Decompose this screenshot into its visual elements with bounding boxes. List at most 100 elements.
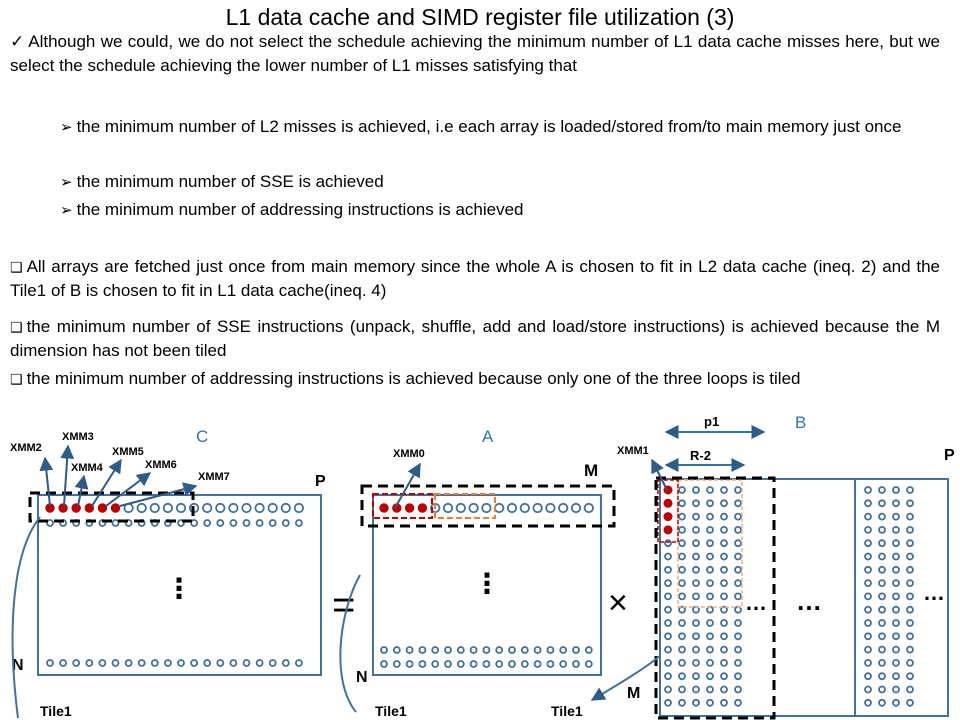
matrix-a-orange-block: [434, 493, 496, 519]
matrix-dot: [892, 605, 900, 614]
matrix-dot: [664, 685, 672, 694]
matrix-dot: [692, 499, 700, 508]
register-dot: [663, 498, 673, 508]
matrix-dot: [678, 552, 686, 561]
matrix-dot: [864, 499, 872, 508]
matrix-b-red-block: [657, 479, 679, 543]
matrix-dot: [508, 646, 516, 654]
matrix-dot: [190, 519, 199, 527]
matrix-dot: [216, 659, 225, 667]
box-bullet-icon: ❑: [10, 371, 23, 387]
xmm2-label: XMM2: [10, 442, 42, 454]
register-dot: [84, 503, 95, 513]
matrix-dot: [281, 659, 290, 667]
matrix-dot: [175, 502, 187, 514]
matrix-dot: [111, 519, 120, 527]
matrix-dot: [255, 519, 264, 527]
matrix-dot: [906, 685, 914, 694]
matrix-dot: [906, 619, 914, 627]
matrix-dot: [678, 539, 686, 548]
matrix-dot: [720, 512, 728, 521]
box-bullet-icon: ❑: [10, 259, 23, 275]
matrix-dot: [906, 645, 914, 654]
matrix-dot: [202, 502, 213, 514]
matrix-dot: [559, 646, 568, 654]
matrix-dot: [734, 672, 742, 681]
matrix-dot: [150, 659, 159, 667]
matrix-dot: [678, 579, 686, 587]
matrix-dot: [162, 502, 173, 514]
matrix-dot: [267, 502, 278, 514]
matrix-b-outline: [659, 478, 949, 717]
matrix-dot: [280, 502, 291, 514]
matrix-dot: [906, 592, 914, 601]
matrix-dot: [242, 519, 251, 527]
matrix-dot: [706, 659, 714, 667]
matrix-a: A M N Tile1 ⋮ XMM0: [339, 427, 616, 719]
matrix-dot: [59, 659, 67, 667]
matrix-dot: [906, 698, 914, 707]
matrix-dot: [878, 645, 886, 654]
matrix-dot: [546, 646, 555, 654]
matrix-dot: [878, 552, 886, 561]
matrix-dot: [268, 519, 277, 527]
xmm7-label: XMM7: [198, 471, 230, 483]
matrix-dot: [678, 659, 686, 667]
matrix-dot: [906, 579, 914, 587]
matrix-dot: [878, 659, 886, 667]
matrix-dot: [532, 502, 543, 514]
tile1-pointer-b: [590, 655, 661, 701]
r2-label: R-2: [690, 448, 711, 463]
matrix-dot: [692, 579, 700, 587]
matrix-dot: [692, 565, 700, 574]
matrix-dot: [254, 502, 265, 514]
matrix-dot: [878, 486, 886, 494]
matrix-dot: [734, 539, 742, 548]
matrix-dot: [864, 512, 872, 521]
equals-sign: =: [332, 583, 355, 627]
matrix-dot: [469, 660, 478, 668]
matrix-dot: [228, 502, 239, 514]
matrix-c-outline: [37, 494, 322, 676]
matrix-a-dots: [379, 502, 594, 668]
matrix-dot: [444, 660, 452, 668]
point-2-text: the minimum number of SSE instructions (…: [10, 317, 940, 360]
matrix-dot: [734, 619, 742, 627]
register-dot: [663, 512, 673, 522]
matrix-dot: [664, 619, 672, 627]
matrix-dot: [734, 645, 742, 654]
matrix-dot: [892, 565, 900, 574]
matrix-dot: [906, 552, 914, 561]
matrix-dot: [734, 659, 742, 667]
matrix-dot: [111, 659, 120, 667]
arrow-bullet-icon: ➢: [60, 119, 73, 136]
matrix-dot: [734, 552, 742, 561]
matrix-dot: [482, 660, 491, 668]
matrix-a-row-label: N: [356, 669, 368, 686]
matrix-dot: [720, 526, 728, 534]
register-dot: [97, 503, 108, 513]
matrix-dot: [906, 565, 914, 574]
matrix-dot: [242, 659, 251, 667]
matrix-dot: [533, 646, 542, 654]
matrix-dot: [864, 552, 872, 561]
register-arrow-a: [394, 462, 421, 509]
matrix-b-row-label: M: [627, 685, 640, 702]
matrix-dot: [864, 526, 872, 534]
matrix-dot: [664, 605, 672, 614]
matrix-dot: [508, 660, 516, 668]
matrix-dot: [229, 659, 238, 667]
matrix-dot: [864, 539, 872, 548]
matrix-dot: [692, 552, 700, 561]
matrix-dot: [892, 698, 900, 707]
matrix-dot: [706, 698, 714, 707]
matrix-dot: [380, 660, 388, 668]
matrix-dot: [392, 646, 401, 654]
matrix-dot: [878, 592, 886, 601]
matrix-dot: [456, 660, 465, 668]
sub-point-2: ➢the minimum number of SSE is achieved: [60, 170, 940, 195]
matrix-dot: [203, 659, 212, 667]
matrix-dot: [558, 502, 569, 514]
matrix-dot: [720, 632, 728, 641]
